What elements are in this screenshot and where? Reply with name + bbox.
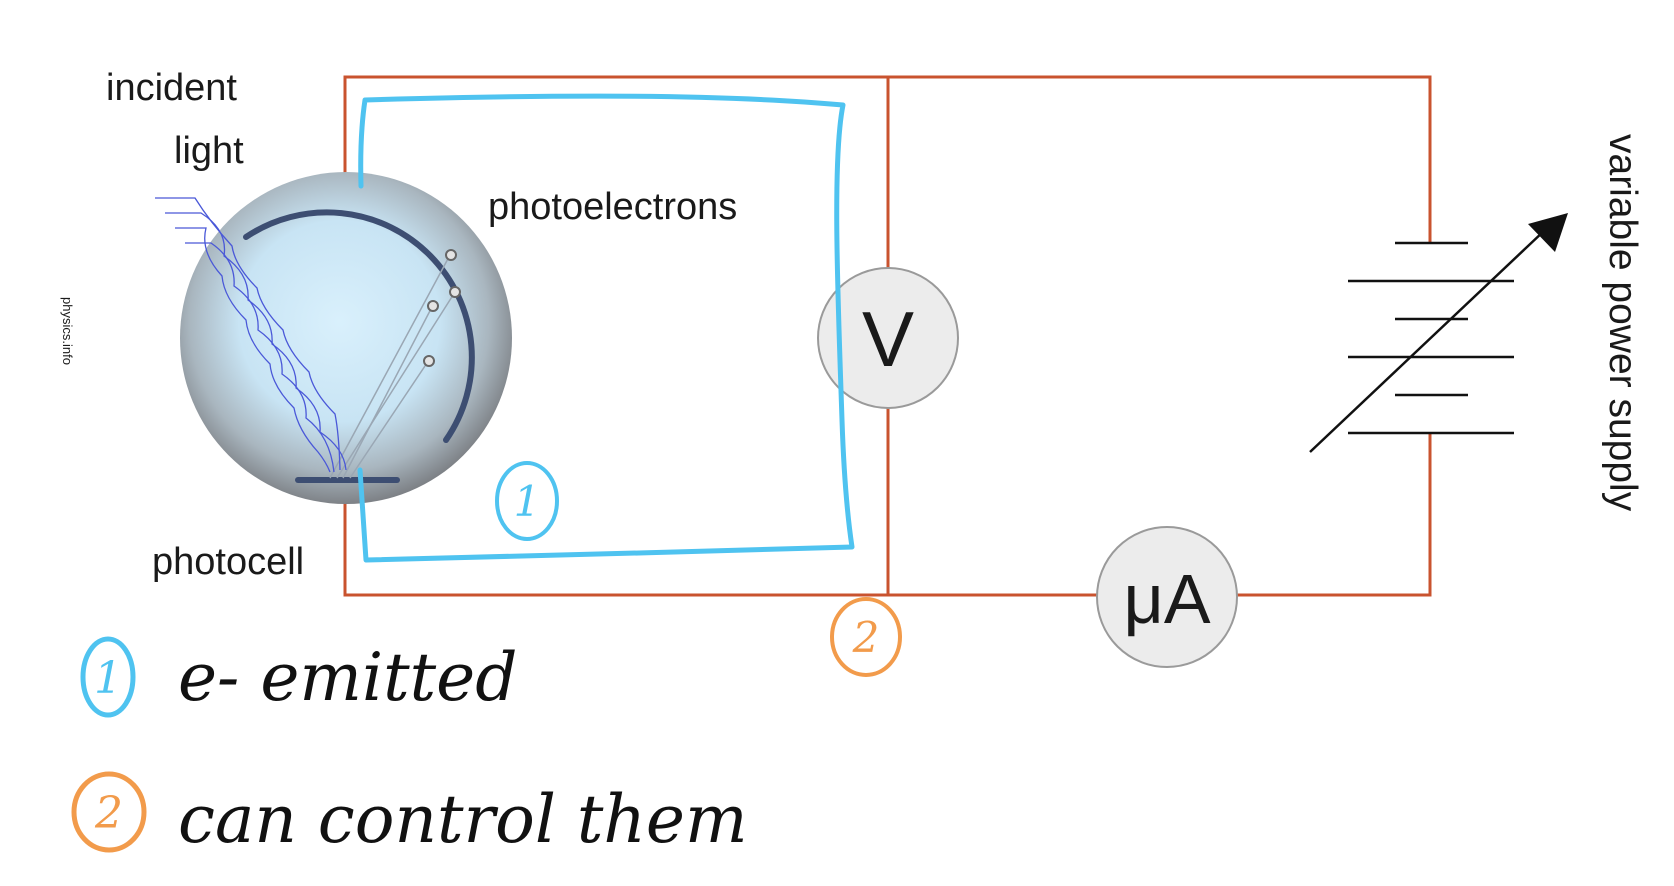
variable-arrow-shaft [1309, 229, 1546, 453]
photocell-glass [180, 172, 512, 504]
photoelectrons-label: photoelectrons [488, 186, 737, 228]
marker-1-circle [495, 461, 559, 541]
photoelectron-dot [423, 355, 435, 367]
light-wave [155, 197, 341, 471]
legend-note-1: e- emitted [178, 639, 517, 716]
photocell-label: photocell [152, 541, 304, 583]
photoelectron-dot [427, 300, 439, 312]
incident-light-label-line2: light [174, 130, 244, 172]
legend-marker-2-circle [71, 771, 147, 853]
microammeter: μA [1096, 526, 1238, 668]
light-wave [185, 242, 335, 473]
right-loop-wire [888, 75, 1432, 242]
electron-path [329, 254, 451, 479]
ammeter-symbol: μA [1123, 560, 1210, 638]
watermark: physics.info [60, 297, 75, 365]
ammeter-face [1096, 526, 1238, 668]
marker-2-digit: 2 [852, 613, 880, 662]
variable-arrow-head [1528, 213, 1568, 252]
annotation-loop-1 [357, 93, 855, 563]
legend-note-2: can control them [178, 781, 748, 858]
variable-power-supply-label: variable power supply [1601, 134, 1644, 512]
anode-arc [243, 209, 475, 443]
legend-marker-1-digit: 1 [94, 653, 122, 704]
electron-path [342, 304, 434, 479]
variable-power-supply [1309, 213, 1568, 453]
marker-1-digit: 1 [514, 477, 541, 526]
legend-marker-2-digit: 2 [94, 788, 123, 839]
legend-marker-1-circle [80, 636, 136, 718]
voltmeter-face [817, 267, 959, 409]
electron-path [336, 291, 456, 479]
electron-path [349, 359, 430, 479]
photoelectron-dot [445, 249, 457, 261]
light-wave [175, 227, 331, 473]
voltmeter: V [817, 267, 959, 409]
photoelectrons [423, 249, 461, 367]
marker-2-circle [830, 597, 902, 677]
right-loop-lower-wire [888, 432, 1432, 597]
electron-paths [329, 254, 456, 479]
photoelectron-dot [449, 286, 461, 298]
photocell [155, 172, 512, 504]
incident-light-waves [155, 197, 347, 473]
voltmeter-symbol: V [862, 295, 914, 383]
incident-light-label-line1: incident [106, 67, 237, 109]
